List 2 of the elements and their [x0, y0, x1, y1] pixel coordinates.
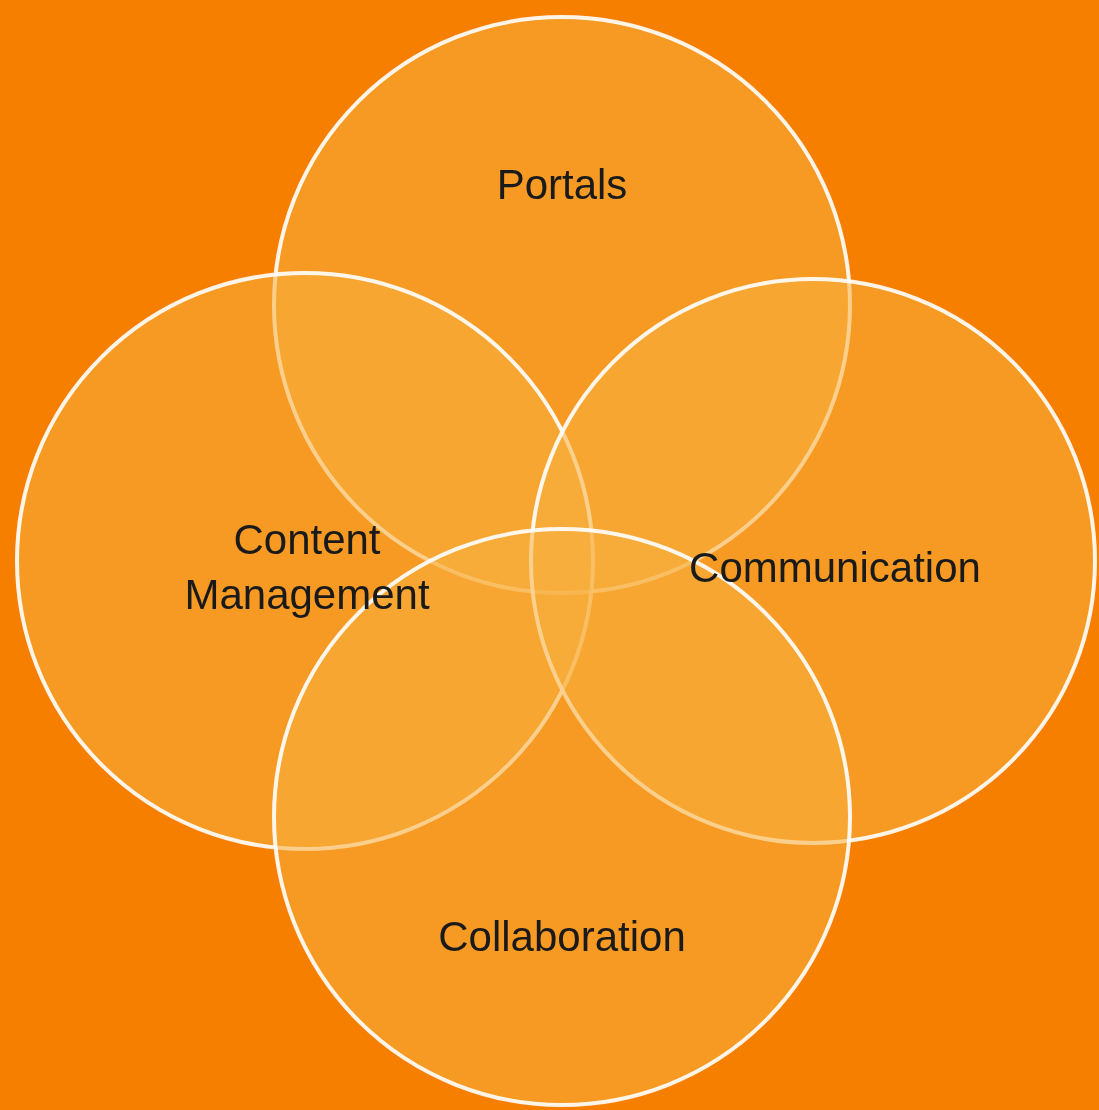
circle-label: Collaboration — [438, 911, 686, 962]
circle-label: Portals — [496, 159, 628, 210]
